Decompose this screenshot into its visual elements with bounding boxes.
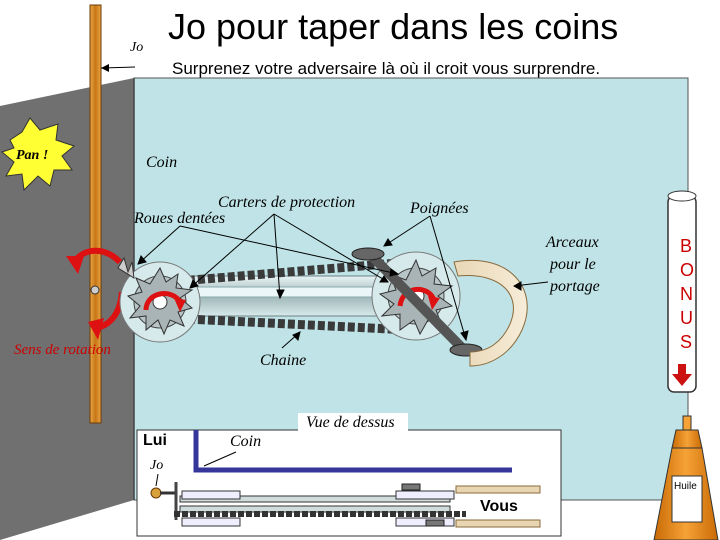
bonus-letter-s[interactable]: S <box>680 332 693 352</box>
top-view-coin-leader <box>203 451 237 467</box>
label-vous: Vous <box>480 498 518 515</box>
jo-leader-arrow <box>101 64 109 72</box>
top-view-handle-bottom <box>425 519 445 527</box>
top-view-guard-right-b <box>395 517 455 527</box>
oil-bottle-label <box>671 475 703 523</box>
top-view-guard-right <box>395 490 455 500</box>
bonus-arrow-shaft <box>678 364 686 374</box>
label-pan: Pan ! <box>16 148 49 163</box>
handle-grip-top <box>351 247 385 261</box>
bonus-letter-u[interactable]: U <box>680 308 693 328</box>
sprocket-left <box>126 266 194 336</box>
bonus-arrow-head <box>672 374 692 386</box>
chain-bottom <box>167 313 411 335</box>
bonus-letter-o[interactable]: O <box>680 260 695 280</box>
bonus-letter-n[interactable]: N <box>680 284 693 304</box>
top-view-guard-left <box>181 490 241 500</box>
bonus-letter-b[interactable]: B <box>680 236 693 256</box>
bonus-scroll-top <box>667 190 697 202</box>
label-roues: Roues dentées <box>134 210 226 227</box>
pan-starburst <box>0 117 76 192</box>
top-view-handle-top <box>401 483 421 491</box>
oil-bottle-nozzle <box>682 415 692 431</box>
sprocket-left-spikes <box>117 256 135 279</box>
sprocket-left-rotation-head <box>174 298 186 312</box>
label-carters: Carters de protection <box>218 194 356 211</box>
top-view-guard-left-b <box>181 517 241 527</box>
oil-bottle-neck <box>671 429 703 449</box>
handle-bar <box>365 249 469 355</box>
top-view-tab <box>298 413 408 433</box>
page-subtitle: Surprenez votre adversaire là où il croi… <box>172 59 601 78</box>
top-view-arch-top <box>455 485 541 494</box>
label-vue-dessus: Vue de dessus <box>306 414 395 431</box>
top-view-jo-leader <box>155 473 159 487</box>
label-arceaux-2: pour le <box>550 256 596 273</box>
label-chaine: Chaine <box>260 352 307 369</box>
label-huile: Huile <box>674 481 697 492</box>
label-jo-top-view: Jo <box>150 458 164 473</box>
label-poignees: Poignées <box>410 200 469 217</box>
sprocket-right-rotation <box>397 287 437 307</box>
label-arceaux-3: portage <box>550 278 600 295</box>
label-lui: Lui <box>143 432 167 449</box>
rotation-arrow-bottom-head <box>88 318 104 340</box>
label-arceaux-1: Arceaux <box>546 234 599 251</box>
label-coin-top-view: Coin <box>230 433 262 450</box>
top-view-wall <box>193 430 512 473</box>
jo-stick <box>89 4 102 424</box>
top-view-jo <box>150 487 162 499</box>
stick-pivot <box>90 285 100 295</box>
sprocket-right-rotation-head <box>428 296 440 310</box>
rotation-arrow-top-head <box>66 256 84 274</box>
top-view-arch-bottom <box>455 519 541 528</box>
chain-top <box>167 257 411 287</box>
label-coin: Coin <box>146 154 178 171</box>
page-title: Jo pour taper dans les coins <box>168 6 619 47</box>
leader-lines <box>137 213 549 349</box>
label-sens-rotation: Sens de rotation <box>14 342 111 358</box>
label-jo: Jo <box>130 40 144 55</box>
